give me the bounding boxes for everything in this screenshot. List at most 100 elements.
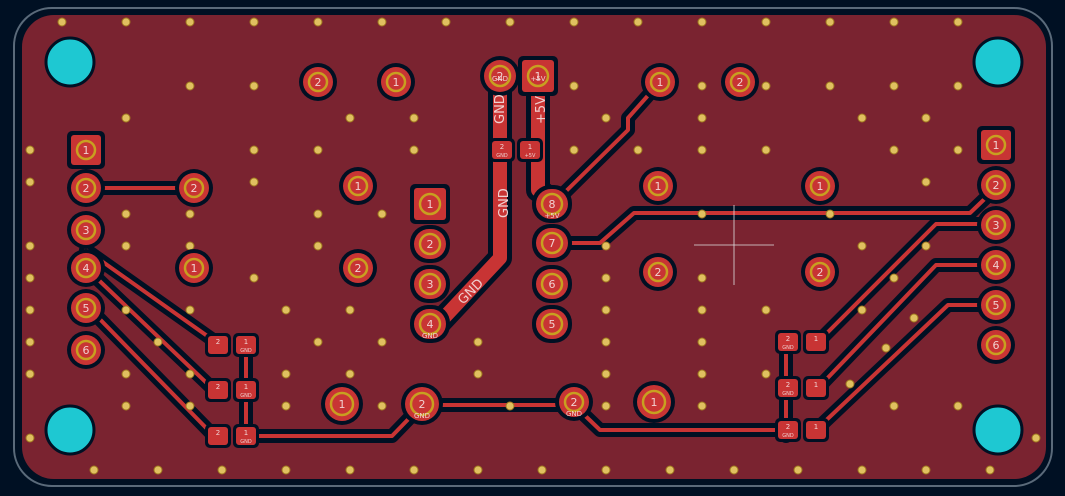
j1-pad-1-number: 1 <box>83 144 90 157</box>
decoupling-pad-gnd-number: 2 <box>500 143 504 151</box>
via-88 <box>313 337 323 347</box>
via-60 <box>313 209 323 219</box>
via-92 <box>697 337 707 347</box>
j1-pad-2-number: 2 <box>83 182 90 195</box>
j2-pad-3-copper <box>981 210 1011 240</box>
r6-pad-1-number: 1 <box>817 180 824 193</box>
u1-pad-6-drill <box>540 272 564 296</box>
j2-pad-6: 6 <box>977 326 1015 364</box>
smd-right-1-pad-1-number: 1 <box>814 381 818 389</box>
via-64 <box>25 241 35 251</box>
via-51 <box>697 145 707 155</box>
c1-pad-2-drill <box>409 391 435 417</box>
via-1 <box>121 17 131 27</box>
smd-left-1-pad-2-number: 2 <box>216 383 220 391</box>
via-82 <box>697 305 707 315</box>
r4-pad-1-drill <box>347 175 369 197</box>
via-102 <box>761 369 771 379</box>
power-pad-5v: 1+5V <box>518 56 558 96</box>
via-87 <box>153 337 163 347</box>
r4-pad-2-copper <box>343 253 373 283</box>
j2-pad-6-drill <box>985 334 1007 356</box>
smd-right-1-pad-2-net: GND <box>782 391 794 397</box>
smd-left-1-pad-2-copper <box>208 381 228 399</box>
u1-pad-1-drill <box>418 192 442 216</box>
via-65 <box>121 241 131 251</box>
r2-pad-2-drill <box>729 71 751 93</box>
via-8 <box>569 17 579 27</box>
via-101 <box>697 369 707 379</box>
r1-pad-2-copper <box>303 67 333 97</box>
r3-pad-1-copper <box>179 253 209 283</box>
via-83 <box>761 305 771 315</box>
r5-pad-1: 1 <box>639 167 677 205</box>
mounting-hole-top-left <box>44 36 96 88</box>
j1-pad-5-copper <box>71 293 101 323</box>
smd-right-0-pad-2-copper <box>778 333 798 351</box>
via-108 <box>505 401 515 411</box>
via-93 <box>881 343 891 353</box>
r1-pad-2: 2 <box>299 63 337 101</box>
j1-pad-5: 5 <box>67 289 105 327</box>
via-106 <box>281 401 291 411</box>
via-10 <box>697 17 707 27</box>
via-47 <box>313 145 323 155</box>
via-80 <box>345 305 355 315</box>
r3-pad-2-number: 2 <box>191 182 198 195</box>
r3-pad-1-number: 1 <box>191 262 198 275</box>
via-114 <box>1031 433 1041 443</box>
decoupling-pad-5v: 1+5V <box>517 138 543 162</box>
u1-pad-4-net: GND <box>422 332 438 340</box>
gnd-label-top: GND <box>493 94 508 124</box>
smd-left-2-pad-1-copper <box>236 427 256 445</box>
via-89 <box>377 337 387 347</box>
trace-j1-4b <box>84 266 216 392</box>
j1-pad-6: 6 <box>67 331 105 369</box>
via-62 <box>697 209 707 219</box>
u1-pad-2-number: 2 <box>427 238 434 251</box>
r2-pad-1-drill <box>649 71 671 93</box>
r5-pad-2: 2 <box>639 253 677 291</box>
via-38 <box>121 113 131 123</box>
c2-pad-2-drill <box>563 391 585 413</box>
u1-pad-1-number: 1 <box>427 198 434 211</box>
via-90 <box>473 337 483 347</box>
via-48 <box>409 145 419 155</box>
j2-pad-1-drill <box>985 134 1007 156</box>
via-53 <box>889 145 899 155</box>
via-67 <box>313 241 323 251</box>
j2-pad-2: 2 <box>977 166 1015 204</box>
smd-right-0-pad-2-net: GND <box>782 345 794 351</box>
via-34 <box>761 81 771 91</box>
j2-pad-5: 5 <box>977 286 1015 324</box>
smd-left-0-pad-1-net: GND <box>240 348 252 354</box>
r3-pad-2-copper <box>179 173 209 203</box>
via-81 <box>601 305 611 315</box>
j2-pad-4-drill <box>985 254 1007 276</box>
j2-pad-1: 1 <box>977 126 1015 164</box>
via-71 <box>25 273 35 283</box>
j2-pad-4-copper <box>981 250 1011 280</box>
trace-u1-7 <box>550 186 998 245</box>
via-16 <box>153 465 163 475</box>
u1-pad-1: 1 <box>410 184 450 224</box>
smd-left-1-pad-1-copper <box>236 381 256 399</box>
r4-pad-1-copper <box>343 171 373 201</box>
decoupling-pad-5v-net: +5V <box>525 153 536 159</box>
smd-right-2-pad-1-copper <box>806 421 826 439</box>
r5-pad-2-copper <box>643 257 673 287</box>
via-32 <box>569 81 579 91</box>
r1-pad-1-drill <box>385 71 407 93</box>
r4-pad-2: 2 <box>339 249 377 287</box>
gnd-label-mid: GND <box>497 188 512 218</box>
power-pad-gnd-drill <box>488 64 512 88</box>
via-98 <box>345 369 355 379</box>
decoupling-pad-5v-copper <box>520 141 540 159</box>
j1-pad-1-copper <box>71 135 101 165</box>
via-43 <box>857 113 867 123</box>
j2-pad-5-drill <box>985 294 1007 316</box>
smd-left-1-pad-2: 2 <box>205 378 231 402</box>
